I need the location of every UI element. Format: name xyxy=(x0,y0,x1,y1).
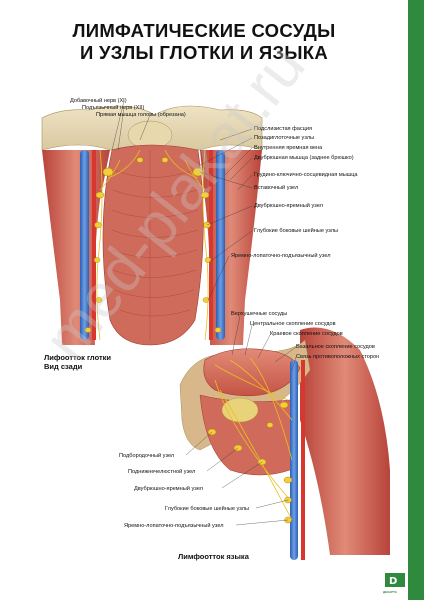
label-submucosal-fascia: Подслизистая фасция xyxy=(254,126,313,132)
caption-pharynx-line-2: Вид сзади xyxy=(44,362,83,371)
label-jugulodigastric-node-2: Двубрюшно-яремный узел xyxy=(134,486,203,492)
green-side-bar xyxy=(408,0,424,600)
label-sternocleidomastoid: Грудино-ключично-сосцевидная мышца xyxy=(254,172,358,178)
label-intercalated-node: Вставочный узел xyxy=(254,185,299,191)
caption-pharynx: Лифоотток глотки Вид сзади xyxy=(44,353,111,371)
label-retropharyngeal-nodes: Позадиглоточные узлы xyxy=(254,135,315,141)
label-apical-vessels: Верхушечные сосуды xyxy=(231,311,288,317)
tongue-figure xyxy=(179,315,390,560)
title-line-2: И УЗЛЫ ГЛОТКИ И ЯЗЫКА xyxy=(79,42,329,63)
label-central-vessels: Центральное скопление сосудов xyxy=(250,321,336,327)
title-line-1: ЛИМФАТИЧЕСКИЕ СОСУДЫ xyxy=(72,20,336,41)
label-deep-lateral-nodes: Глубокие боковые шейные узлы xyxy=(254,228,339,234)
brand-logo-icon: D xyxy=(385,573,405,587)
label-contralateral-link: Связь противоположных сторон xyxy=(296,354,380,360)
label-juguloomohyoid-node: Яремно-лопаточно-подъязычный узел xyxy=(231,253,331,259)
label-accessory-nerve: Добавочный нерв (XI) xyxy=(70,98,127,104)
svg-text:D: D xyxy=(389,576,397,587)
brand-logo-text: ДЕКАРТА xyxy=(383,590,397,594)
submandibular-gland xyxy=(221,397,259,423)
label-marginal-vessels: Краевое скопление сосудов xyxy=(270,331,343,337)
label-digastric: Двубрюшная мышца (заднее брюшко) xyxy=(254,155,354,161)
right-muscle xyxy=(200,150,262,345)
label-basal-vessels: Базальное скопление сосудов xyxy=(296,344,375,350)
carotid-lateral xyxy=(301,360,305,560)
pharynx-lymph-nodes xyxy=(84,157,222,333)
label-deep-lateral-nodes-2: Глубокие боковые шейные узлы xyxy=(165,506,250,512)
jugular-vein-lateral xyxy=(290,360,298,560)
label-rectus-capitis: Прямая мышца головы (обрезана) xyxy=(96,112,186,118)
right-jugular-vein xyxy=(216,150,225,340)
poster-title: ЛИМФАТИЧЕСКИЕ СОСУДЫ И УЗЛЫ ГЛОТКИ И ЯЗЫ… xyxy=(0,20,408,64)
caption-pharynx-line-1: Лифоотток глотки xyxy=(44,353,112,362)
label-juguloomohyoid-node-2: Яремно-лопаточно-подъязычный узел xyxy=(124,523,224,529)
caption-tongue: Лимфоотток языка xyxy=(178,552,249,561)
pharynx-figure xyxy=(41,100,263,346)
label-internal-jugular: Внутренняя яремная вена xyxy=(254,145,323,151)
left-muscle xyxy=(42,150,110,345)
pharynx-muscle xyxy=(102,144,204,346)
left-jugular-vein xyxy=(80,150,89,340)
tongue xyxy=(203,348,301,397)
label-submental-node: Подбородочный узел xyxy=(119,453,175,459)
label-jugulodigastric-node: Двубрюшно-яремный узел xyxy=(254,203,323,209)
neck-muscles xyxy=(300,327,390,555)
label-submandibular-node: Поднижнечелюстной узел xyxy=(128,469,196,475)
left-carotid xyxy=(92,150,96,340)
right-carotid xyxy=(209,150,213,340)
label-hypoglossal-nerve: Подъязычный нерв (XII) xyxy=(82,105,145,111)
